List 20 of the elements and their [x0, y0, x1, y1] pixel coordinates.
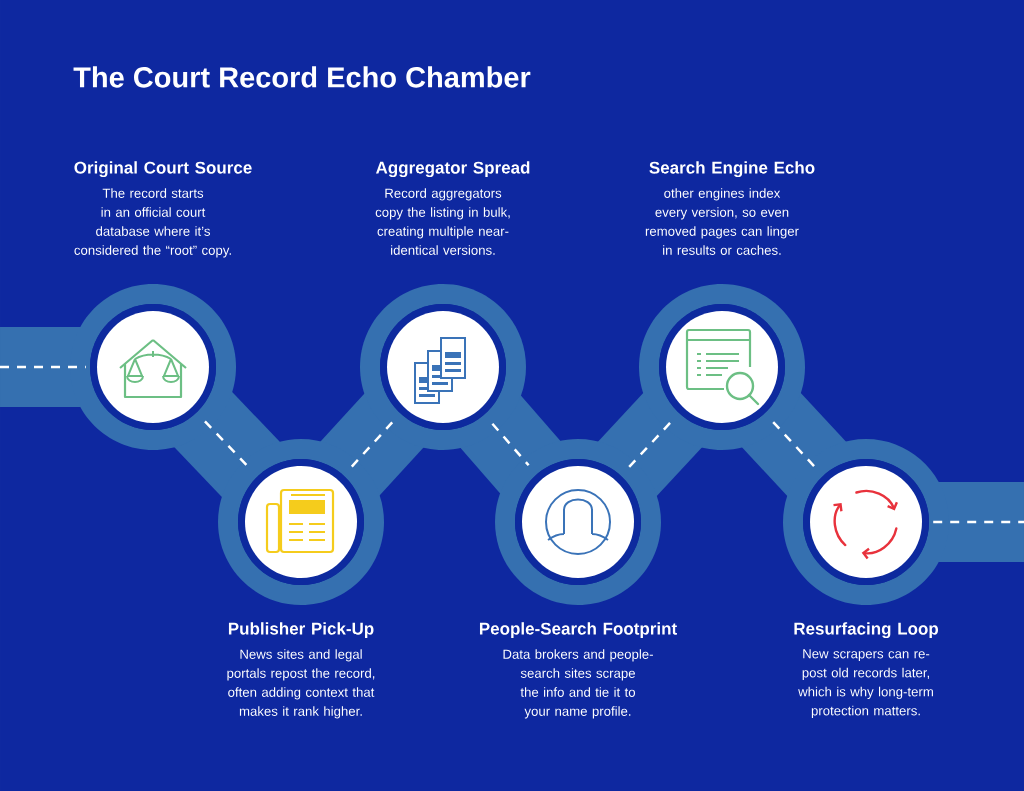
step-heading: Publisher Pick-Up: [228, 622, 374, 639]
step-description: News sites and legal portals repost the record, often adding context that makes it rank higher.: [227, 649, 375, 719]
step-description: other engines index every version, so even removed pages can linger in results or caches.: [645, 188, 799, 255]
step-description: The record starts in an official court database where it’s considered the “root” copy.: [74, 188, 231, 258]
dashed-lane-line: [772, 421, 816, 468]
dashed-lane-line: [933, 520, 1024, 524]
dashed-lane-line: [0, 365, 86, 369]
dashed-lane-line: [350, 421, 394, 468]
step-heading: Aggregator Spread: [375, 161, 530, 178]
dashed-lane-line: [204, 420, 250, 469]
step-heading: Resurfacing Loop: [794, 622, 939, 639]
dashed-lane-line: [628, 421, 672, 468]
step-heading: People-Search Footprint: [480, 622, 677, 639]
step-description: New scrapers can re-post old records later, which is why long-term protection matters.: [798, 649, 933, 718]
step-description: Data brokers and people-search sites scrape the info and tie it to your name profile.: [503, 649, 653, 719]
dashed-lane-line: [491, 422, 530, 467]
title: The Court Record Echo Chamber: [73, 66, 531, 88]
step-description: Record aggregators copy the listing in bulk, creating multiple near-identical versions.: [375, 188, 510, 255]
step-heading: Search Engine Echo: [649, 161, 815, 178]
step-heading: Original Court Source: [74, 161, 252, 178]
